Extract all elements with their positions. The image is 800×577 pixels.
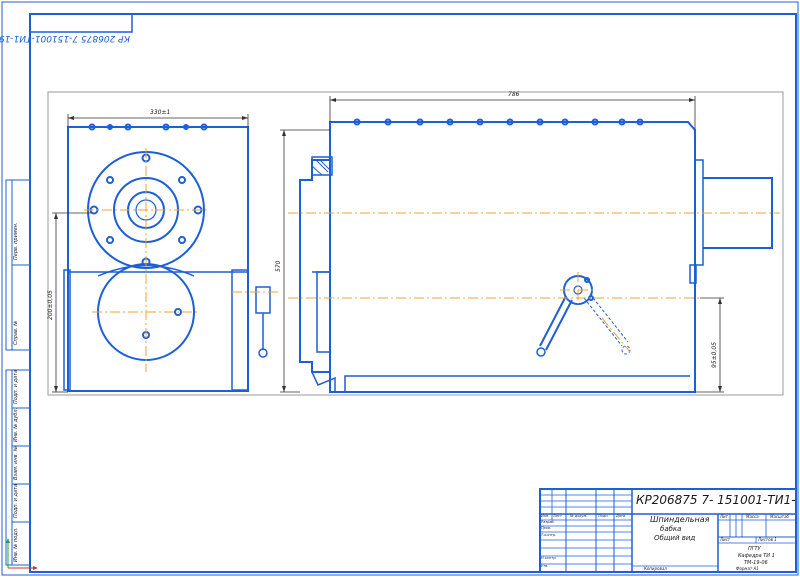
- side-label-sign-date-2: Подп. и дата: [13, 483, 19, 518]
- axis-indicator-icon: [6, 538, 38, 570]
- sheet-label: Лист: [720, 537, 731, 542]
- role-tcontrol: Т.контр.: [541, 533, 557, 537]
- scale-label: Масштаб: [770, 514, 790, 519]
- dimension-arrows: [54, 98, 722, 392]
- stamp-box-top: [29, 13, 133, 33]
- dim-side-height: 570: [275, 260, 282, 272]
- role-ncontrol: Н.контр.: [541, 556, 557, 560]
- copied-label: Копировал: [644, 566, 667, 571]
- dimension-lines: [52, 96, 724, 393]
- side-view-axes: [288, 212, 780, 353]
- title-block: [539, 488, 797, 573]
- side-label-sign-date-1: Подп. и дата: [13, 369, 19, 404]
- row-label-izm: Изм: [541, 514, 549, 518]
- front-view-axes: [84, 148, 278, 372]
- row-label-sign: Подп.: [598, 514, 609, 518]
- title-line-1: Шпиндельная: [650, 515, 710, 524]
- side-view: [299, 118, 773, 393]
- lit-label: Лит.: [720, 514, 730, 519]
- dim-front-width: 330±1: [150, 109, 171, 116]
- side-label-inv-orig: Инв. № подл.: [13, 527, 19, 563]
- side-label-first-use: Перв. примен.: [13, 222, 19, 260]
- org-line-1: ПГТУ: [748, 546, 761, 552]
- stamp-code-rotated: КР 206875 7-151001-ТИ1-19-06: [0, 33, 130, 43]
- side-label-repl-inv: Взам. инв. №: [13, 446, 19, 480]
- row-label-doc: № докум.: [570, 514, 588, 518]
- format-label: Формат А1: [736, 566, 759, 571]
- side-label-ref-no: Справ. №: [13, 320, 19, 345]
- org-line-2: Кафедра ТИ 1: [738, 553, 775, 559]
- row-label-list: Лист: [553, 514, 562, 518]
- role-approve: Утв.: [541, 564, 549, 568]
- sheets-label: Листов 1: [758, 537, 777, 542]
- dim-side-width: 786: [508, 91, 520, 98]
- dim-side-right-height: 95±0,05: [711, 341, 718, 368]
- role-dev: Разраб.: [541, 520, 555, 524]
- dim-front-height: 200±0,05: [47, 290, 54, 320]
- mass-label: Масса: [746, 514, 759, 519]
- org-line-3: ТМ-19-06: [744, 560, 768, 566]
- side-view-lever-alt: [583, 293, 631, 355]
- designation: КР206875 7- 151001-ТИ1- 19-06: [636, 493, 800, 507]
- title-line-3: Общий вид: [654, 534, 696, 542]
- left-side-strip: [5, 179, 31, 566]
- title-line-2: бабка: [660, 525, 682, 533]
- view-area: [47, 91, 784, 396]
- role-check: Пров.: [541, 526, 552, 530]
- side-label-inv-dup: Инв. № дубл.: [13, 407, 19, 442]
- row-label-date: Дата: [616, 514, 626, 518]
